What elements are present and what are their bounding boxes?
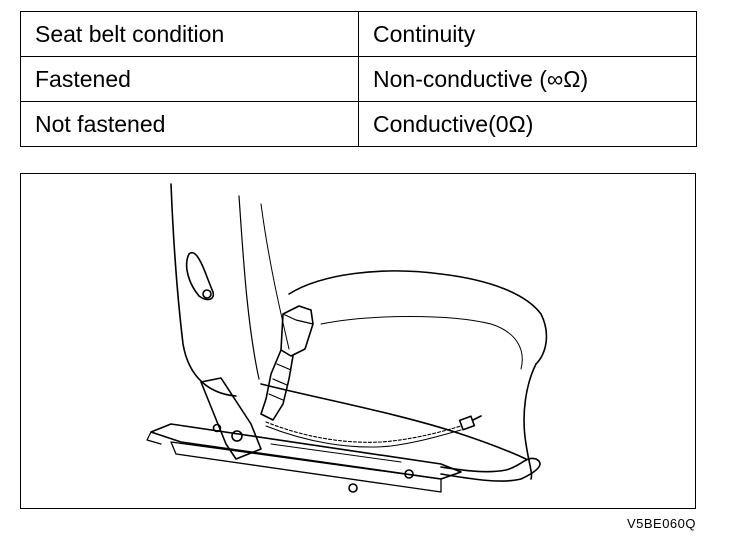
buckle-switch-harness <box>265 421 462 443</box>
table-row: Not fastened Conductive(0Ω) <box>20 101 697 147</box>
cell-continuity-fastened: Non-conductive (∞Ω) <box>358 56 697 102</box>
seat-rail-lower <box>170 441 442 493</box>
buckle-head-line <box>282 313 314 325</box>
recline-bolt <box>202 289 212 299</box>
cell-condition-not-fastened: Not fastened <box>20 101 359 147</box>
seat-rail-front <box>150 423 462 480</box>
seat-cushion-bottom <box>260 383 527 460</box>
rail-bolt <box>404 469 414 479</box>
connector-lead <box>472 415 482 421</box>
slide-lever <box>440 457 541 482</box>
seat-buckle-illustration-frame <box>20 173 696 509</box>
header-seat-belt-condition: Seat belt condition <box>20 11 359 57</box>
table-header-row: Seat belt condition Continuity <box>20 11 697 57</box>
buckle-body <box>280 305 314 357</box>
cell-condition-fastened: Fastened <box>20 56 359 102</box>
rail-bolt-rear <box>348 483 358 493</box>
seat-buckle-illustration <box>146 183 548 493</box>
seat-rail-slot <box>270 443 402 463</box>
buckle-segment-2 <box>272 378 288 386</box>
figure-code-label: V5BE060Q <box>626 516 696 531</box>
recline-lever <box>185 251 215 301</box>
bracket-bolt-lower <box>231 430 243 442</box>
seat-cushion-side <box>320 316 523 370</box>
buckle-bracket-plate <box>200 377 262 460</box>
seat-rail-end <box>146 431 162 445</box>
table-row: Fastened Non-conductive (∞Ω) <box>20 56 697 102</box>
seat-cushion-top <box>288 270 548 365</box>
seat-back-inner-contour <box>260 203 290 350</box>
seat-back-outline <box>170 183 237 397</box>
seat-cushion-front <box>523 363 537 480</box>
seat-belt-continuity-table: Seat belt condition Continuity Fastened … <box>20 11 697 147</box>
harness-wire-solid <box>265 425 462 448</box>
buckle-stalk <box>260 349 294 421</box>
buckle-segment-3 <box>268 393 284 401</box>
cell-continuity-not-fastened: Conductive(0Ω) <box>358 101 697 147</box>
seat-back-front-edge <box>238 195 260 380</box>
header-continuity: Continuity <box>358 11 697 57</box>
buckle-segment-1 <box>276 363 292 371</box>
harness-connector <box>458 415 476 431</box>
